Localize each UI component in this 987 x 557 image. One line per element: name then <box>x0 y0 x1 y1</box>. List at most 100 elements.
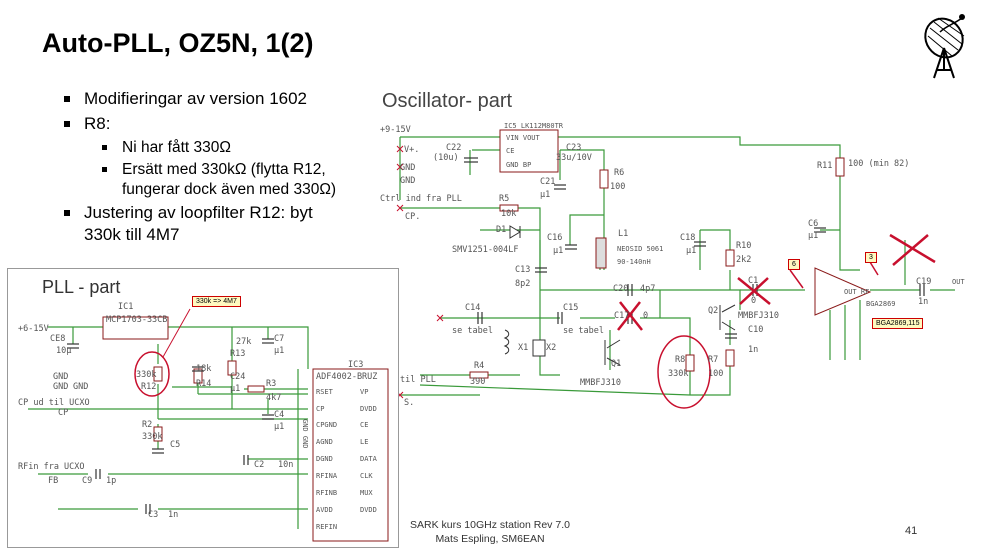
pll-part-title: PLL - part <box>42 277 121 297</box>
svg-text:µ1: µ1 <box>274 346 284 356</box>
svg-text:NEOSID 5061: NEOSID 5061 <box>617 245 663 253</box>
svg-text:se tabel: se tabel <box>563 326 604 336</box>
svg-text:R13: R13 <box>230 349 245 359</box>
svg-text:µ1: µ1 <box>540 190 550 200</box>
svg-text:RFINB: RFINB <box>316 489 337 497</box>
svg-text:1n: 1n <box>168 510 178 520</box>
svg-text:µ1: µ1 <box>686 246 696 256</box>
svg-text:C10: C10 <box>748 325 763 335</box>
svg-text:+9-15V: +9-15V <box>380 125 411 135</box>
sub-bullet-item: Ni har fått 330Ω <box>60 138 362 158</box>
oscillator-part-title: Oscillator- part <box>382 90 513 112</box>
svg-text:0: 0 <box>751 296 756 306</box>
svg-text:CP: CP <box>316 405 324 413</box>
svg-text:10k: 10k <box>501 209 516 219</box>
svg-text:µ1: µ1 <box>808 231 818 241</box>
svg-text:GND: GND <box>400 163 415 173</box>
svg-text:MMBFJ310: MMBFJ310 <box>580 378 621 388</box>
svg-text:MUX: MUX <box>360 489 373 497</box>
svg-text:C23: C23 <box>566 143 581 153</box>
svg-text:C5: C5 <box>170 440 180 450</box>
svg-text:RFINA: RFINA <box>316 472 338 480</box>
svg-text:(10u): (10u) <box>433 153 459 163</box>
svg-text:33u/10V: 33u/10V <box>556 153 592 163</box>
svg-text:til PLL: til PLL <box>400 375 436 385</box>
svg-text:R6: R6 <box>614 168 624 178</box>
svg-text:FB: FB <box>48 476 58 486</box>
svg-text:10n: 10n <box>278 460 293 470</box>
svg-text:R8: R8 <box>675 355 685 365</box>
svg-text:330k: 330k <box>668 369 688 379</box>
svg-text:C24: C24 <box>230 372 245 382</box>
svg-text:27k: 27k <box>236 337 251 347</box>
svg-text:GND BP: GND BP <box>506 161 531 169</box>
svg-text:R10: R10 <box>736 241 751 251</box>
svg-text:C4: C4 <box>274 410 284 420</box>
svg-text:ADF4002-BRUZ: ADF4002-BRUZ <box>316 372 377 382</box>
slide-title: Auto-PLL, OZ5N, 1(2) <box>42 28 314 58</box>
svg-text:DATA: DATA <box>360 455 378 463</box>
svg-text:se tabel: se tabel <box>452 326 493 336</box>
svg-text:Q2: Q2 <box>708 306 718 316</box>
svg-text:µ1: µ1 <box>553 246 563 256</box>
svg-text:REFIN: REFIN <box>316 523 337 531</box>
callout-tag: BGA2869,115 <box>872 318 924 329</box>
svg-text:CP.: CP. <box>405 212 420 222</box>
svg-text:CPGND: CPGND <box>316 421 337 429</box>
svg-text:100 (min 82): 100 (min 82) <box>848 159 909 169</box>
footer-line: SARK kurs 10GHz station Rev 7.0 <box>410 519 570 531</box>
svg-text:C7: C7 <box>274 334 284 344</box>
svg-text:S.: S. <box>404 398 414 408</box>
svg-text:CE8: CE8 <box>50 334 65 344</box>
svg-text:330k: 330k <box>136 370 156 380</box>
svg-text:C3: C3 <box>148 510 158 520</box>
pll-schematic: +6-15V IC1 MCP1703-33CB CE8 10µ GND GND … <box>18 302 389 542</box>
svg-text:C18: C18 <box>680 233 695 243</box>
svg-text:C16: C16 <box>547 233 562 243</box>
bullet-item: Justering av loopfilter R12: byt 330k ti… <box>60 202 344 246</box>
svg-text:C13: C13 <box>515 265 530 275</box>
svg-text:OUT: OUT <box>952 278 965 286</box>
svg-text:V+.: V+. <box>404 145 419 155</box>
svg-text:C21: C21 <box>540 177 555 187</box>
svg-text:C20: C20 <box>613 284 628 294</box>
svg-text:4p7: 4p7 <box>640 284 655 294</box>
svg-text:4k7: 4k7 <box>266 393 281 403</box>
svg-text:390: 390 <box>470 377 485 387</box>
footer-line: Mats Espling, SM6EAN <box>435 533 545 545</box>
svg-text:GND GND: GND GND <box>301 419 309 449</box>
svg-text:R2: R2 <box>142 420 152 430</box>
svg-text:R7: R7 <box>708 355 718 365</box>
svg-text:1n: 1n <box>918 297 928 307</box>
svg-text:CP: CP <box>58 408 68 418</box>
svg-text:GND: GND <box>73 382 88 392</box>
svg-text:8p2: 8p2 <box>515 279 530 289</box>
svg-text:X1: X1 <box>518 343 528 353</box>
svg-text:C6: C6 <box>808 219 818 229</box>
svg-text:R14: R14 <box>196 379 211 389</box>
svg-text:AVDD: AVDD <box>316 506 333 514</box>
svg-text:DVDD: DVDD <box>360 405 377 413</box>
svg-text:D1: D1 <box>496 225 506 235</box>
svg-text:C22: C22 <box>446 143 461 153</box>
svg-text:100: 100 <box>610 182 625 192</box>
svg-text:C14: C14 <box>465 303 480 313</box>
svg-text:SMV1251-004LF: SMV1251-004LF <box>452 245 519 255</box>
bullet-list: Modifieringar av version 1602 R8: Ni har… <box>60 88 362 249</box>
svg-text:C2: C2 <box>254 460 264 470</box>
bullet-item: R8: <box>60 113 362 135</box>
svg-text:R12: R12 <box>141 382 156 392</box>
svg-text:+6-15V: +6-15V <box>18 324 49 334</box>
svg-text:330k: 330k <box>142 432 162 442</box>
svg-text:OUT RF: OUT RF <box>844 288 869 296</box>
svg-text:C17: C17 <box>614 311 629 321</box>
svg-text:µ1: µ1 <box>230 384 240 394</box>
svg-text:AGND: AGND <box>316 438 333 446</box>
svg-text:DVDD: DVDD <box>360 506 377 514</box>
svg-text:CLK: CLK <box>360 472 373 480</box>
slide-footer: SARK kurs 10GHz station Rev 7.0 Mats Esp… <box>400 518 580 546</box>
svg-text:L1: L1 <box>618 229 628 239</box>
svg-text:BGA2869: BGA2869 <box>866 300 896 308</box>
svg-text:Q1: Q1 <box>611 359 621 369</box>
bullet-item: Modifieringar av version 1602 <box>60 88 362 110</box>
